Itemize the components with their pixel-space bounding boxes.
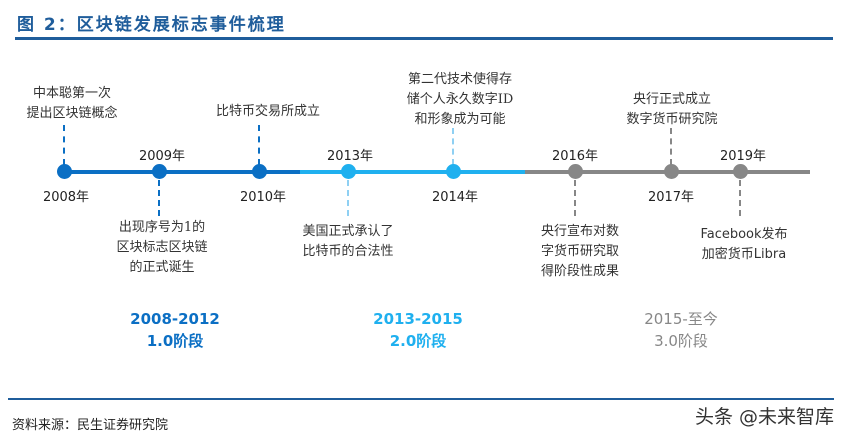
timeline-dot-2010 <box>252 164 267 179</box>
watermark: 头条 @未来智库 <box>694 406 834 428</box>
phase-1: 2008-2012 1.0阶段 <box>130 308 220 352</box>
connector-2010 <box>258 125 260 165</box>
figure-title: 图 2：区块链发展标志事件梳理 <box>17 15 286 35</box>
event-note-2016: 央行宣布对数 字货币研究取 得阶段性成果 <box>540 224 620 279</box>
timeline-dot-2009 <box>152 164 167 179</box>
phase-1-label: 1.0阶段 <box>146 332 204 350</box>
event-note-2010: 比特币交易所成立 <box>215 104 321 119</box>
year-label-2009: 2009年 <box>138 149 186 164</box>
phase-3-label: 3.0阶段 <box>654 332 708 350</box>
year-label-2017: 2017年 <box>647 190 695 205</box>
timeline-segment-phase1 <box>64 170 300 174</box>
event-note-2019: Facebook发布 加密货币Libra <box>700 227 788 262</box>
connector-2008 <box>63 125 65 165</box>
connector-2014 <box>452 128 454 165</box>
phase-3-range: 2015-至今 <box>644 310 718 328</box>
connector-2019 <box>739 180 741 216</box>
event-note-2014: 第二代技术使得存 储个人永久数字ID 和形象成为可能 <box>406 72 514 127</box>
year-label-2016: 2016年 <box>551 149 599 164</box>
timeline-dot-2019 <box>733 164 748 179</box>
timeline-dot-2008 <box>57 164 72 179</box>
year-label-2008: 2008年 <box>42 190 90 205</box>
event-note-2009: 出现序号为1的 区块标志区块链 的正式诞生 <box>116 220 208 275</box>
phase-3: 2015-至今 3.0阶段 <box>644 308 718 352</box>
connector-2016 <box>574 180 576 216</box>
timeline-dot-2016 <box>568 164 583 179</box>
timeline-segment-phase2 <box>300 170 525 174</box>
year-label-2013: 2013年 <box>326 149 374 164</box>
phase-2-label: 2.0阶段 <box>389 332 447 350</box>
source-note: 资料来源：民生证券研究院 <box>12 418 169 433</box>
connector-2017 <box>670 128 672 165</box>
year-label-2014: 2014年 <box>431 190 479 205</box>
year-label-2010: 2010年 <box>239 190 287 205</box>
timeline-dot-2013 <box>341 164 356 179</box>
connector-2013 <box>347 180 349 216</box>
connector-2009 <box>158 180 160 216</box>
phase-2: 2013-2015 2.0阶段 <box>373 308 463 352</box>
timeline-dot-2014 <box>446 164 461 179</box>
timeline-dot-2017 <box>664 164 679 179</box>
event-note-2008: 中本聪第一次 提出区块链概念 <box>26 86 118 121</box>
event-note-2017: 央行正式成立 数字货币研究院 <box>626 92 718 127</box>
phase-2-range: 2013-2015 <box>373 310 463 328</box>
year-label-2019: 2019年 <box>719 149 767 164</box>
top-rule <box>15 37 833 40</box>
event-note-2013: 美国正式承认了 比特币的合法性 <box>302 224 394 259</box>
bottom-rule <box>8 398 834 400</box>
phase-1-range: 2008-2012 <box>130 310 220 328</box>
